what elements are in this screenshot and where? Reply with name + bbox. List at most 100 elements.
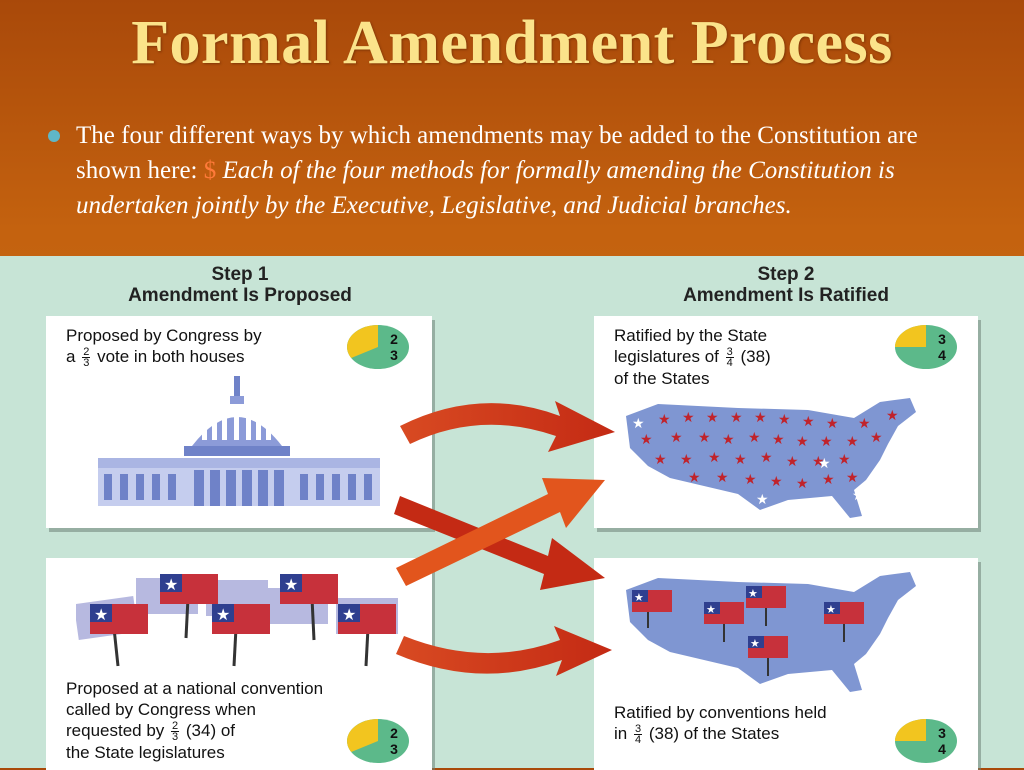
bullet-italic-text: Each of the four methods for formally am… [76, 157, 895, 219]
pie-numerator: 2 [390, 331, 398, 347]
svg-text:★: ★ [708, 449, 721, 465]
convention-text: Proposed at a national convention called… [66, 678, 323, 763]
svg-text:★: ★ [748, 588, 758, 600]
svg-text:★: ★ [770, 473, 783, 489]
svg-text:★: ★ [658, 411, 671, 427]
svg-text:★: ★ [716, 469, 729, 485]
step2-label: Step 2 [757, 264, 815, 285]
svg-text:★: ★ [760, 449, 773, 465]
slide-title: Formal Amendment Process [131, 9, 893, 77]
svg-text:★: ★ [822, 471, 835, 487]
legislatures-line3: of the States [614, 369, 710, 389]
svg-text:★: ★ [164, 577, 178, 594]
step1-label: Step 1 [211, 264, 269, 285]
svg-text:★: ★ [284, 577, 298, 594]
pie-denominator: 4 [938, 347, 946, 363]
svg-text:★: ★ [94, 607, 108, 624]
bullet-symbol: $ [203, 157, 217, 184]
svg-text:★: ★ [772, 431, 785, 447]
pie-chart-icon: 3 4 [894, 324, 958, 370]
bullet-dot [48, 130, 60, 142]
step2-heading: Step 2 Amendment Is Ratified [586, 264, 986, 306]
svg-text:★: ★ [722, 431, 735, 447]
panel-conventions-held: ★ ★ ★ ★ ★ Ratified by conventions held i… [594, 558, 978, 770]
svg-text:★: ★ [744, 471, 757, 487]
svg-text:★: ★ [342, 607, 356, 624]
svg-text:★: ★ [680, 451, 693, 467]
svg-text:★: ★ [632, 415, 645, 431]
arrow-congress-to-conventions [394, 496, 605, 590]
amendment-figure: Step 1 Amendment Is Proposed Step 2 Amen… [0, 256, 1024, 770]
arrow-convention-to-conventions [396, 626, 612, 676]
svg-text:★: ★ [846, 433, 859, 449]
capitol-building-icon [98, 376, 380, 506]
svg-text:★: ★ [216, 607, 230, 624]
svg-text:★: ★ [852, 487, 865, 503]
svg-text:★: ★ [734, 451, 747, 467]
svg-text:★: ★ [634, 592, 644, 604]
convention-line1: Proposed at a national convention [66, 679, 324, 698]
pie-numerator: 3 [938, 331, 946, 347]
pie-denominator: 4 [938, 741, 946, 757]
step1-title: Amendment Is Proposed [128, 285, 352, 306]
svg-text:★: ★ [886, 407, 899, 423]
svg-text:★: ★ [670, 429, 683, 445]
svg-text:★: ★ [750, 638, 760, 650]
arrow-convention-to-legislatures [396, 478, 605, 586]
svg-text:★: ★ [698, 429, 711, 445]
bullet-plain-text: The four different ways by which amendme… [76, 122, 918, 184]
us-map-stars-icon: ★★ ★★ ★★ ★★ ★★ ★★ ★★ ★★ ★★ ★★ ★★ ★★ ★★ ★… [626, 398, 916, 518]
svg-text:★: ★ [858, 415, 871, 431]
pie-chart-icon: 2 3 [346, 324, 410, 370]
svg-text:★: ★ [826, 415, 839, 431]
svg-text:★: ★ [778, 411, 791, 427]
arrow-congress-to-legislatures [400, 401, 615, 452]
svg-text:★: ★ [802, 413, 815, 429]
placards-icon: ★ ★ ★ ★ ★ [76, 574, 398, 667]
convention-line2: called by Congress when [66, 700, 256, 719]
pie-numerator: 2 [390, 725, 398, 741]
svg-text:★: ★ [796, 433, 809, 449]
congress-line1: Proposed by Congress by [66, 326, 262, 345]
pie-chart-icon: 2 3 [346, 718, 410, 764]
conventions-held-line1: Ratified by conventions held [614, 703, 827, 722]
pie-chart-icon: 3 4 [894, 718, 958, 764]
svg-text:★: ★ [754, 409, 767, 425]
svg-text:★: ★ [640, 431, 653, 447]
svg-text:★: ★ [818, 455, 831, 471]
pie-numerator: 3 [938, 725, 946, 741]
svg-text:★: ★ [730, 409, 743, 425]
svg-text:★: ★ [826, 604, 836, 616]
arrows-layer [394, 401, 615, 676]
svg-text:★: ★ [870, 429, 883, 445]
pie-denominator: 3 [390, 347, 398, 363]
step1-heading: Step 1 Amendment Is Proposed [40, 264, 440, 306]
bullet-text: The four different ways by which amendme… [76, 118, 928, 223]
svg-text:★: ★ [846, 469, 859, 485]
svg-text:★: ★ [820, 433, 833, 449]
pie-denominator: 3 [390, 741, 398, 757]
svg-text:★: ★ [796, 475, 809, 491]
svg-text:★: ★ [706, 604, 716, 616]
svg-text:★: ★ [838, 451, 851, 467]
panel-convention: ★ ★ ★ ★ ★ Proposed at a national convent… [46, 558, 432, 770]
svg-text:★: ★ [682, 409, 695, 425]
svg-text:★: ★ [812, 453, 825, 469]
legislatures-line1: Ratified by the State [614, 326, 768, 345]
bullet-block: The four different ways by which amendme… [48, 118, 928, 223]
convention-line4: the State legislatures [66, 743, 225, 763]
step2-title: Amendment Is Ratified [683, 285, 889, 306]
svg-text:★: ★ [654, 451, 667, 467]
svg-text:★: ★ [706, 409, 719, 425]
